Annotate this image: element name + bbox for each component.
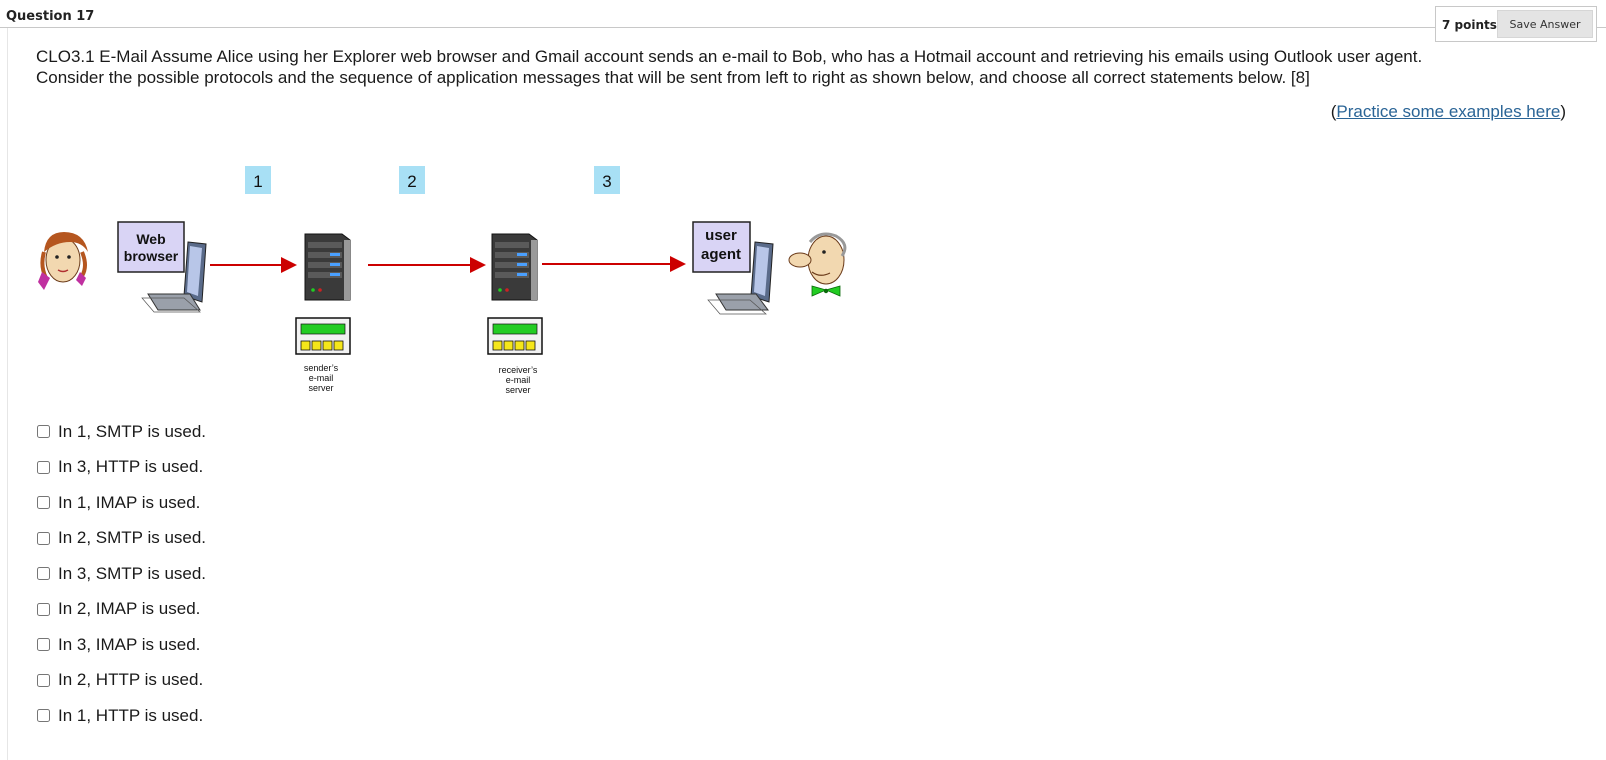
option-label: In 1, HTTP is used. [58,705,204,725]
option-label: In 1, SMTP is used. [58,421,207,441]
option-label: In 3, HTTP is used. [58,457,204,477]
option-row: In 2, SMTP is used. [36,521,206,557]
option-label: In 2, SMTP is used. [58,528,207,548]
receiver-mailbox-icon [487,317,543,355]
step-1-label: 1 [253,172,262,191]
agent-label-line1: user [705,227,737,244]
agent-label-line2: agent [701,246,741,263]
option-checkbox[interactable] [37,425,50,439]
email-diagram: 1 2 3 Web browser [30,160,870,405]
option-label: In 1, IMAP is used. [58,492,201,512]
option-checkbox[interactable] [37,602,50,616]
practice-link[interactable]: Practice some examples here [1336,102,1561,121]
option-label: In 3, SMTP is used. [58,563,207,583]
receiver-server-label-3: server [505,385,530,395]
alice-icon [38,232,88,290]
sender-server-label-2: e-mail [309,373,334,383]
question-header: Question 17 [0,0,1606,28]
points-box: 7 points Save Answer [1435,6,1597,42]
receiver-server-label-2: e-mail [506,375,531,385]
practice-note: (Practice some examples here) [1331,102,1566,122]
question-text: CLO3.1 E-Mail Assume Alice using her Exp… [36,47,1556,88]
receiver-server-label-1: receiver’s [499,365,538,375]
answer-options: In 1, SMTP is used. In 3, HTTP is used. … [36,414,206,734]
question-line-2: Consider the possible protocols and the … [36,67,1310,87]
option-checkbox[interactable] [37,638,50,652]
user-agent-computer: user agent [692,221,774,315]
option-row: In 2, HTTP is used. [36,663,206,699]
option-row: In 1, HTTP is used. [36,698,206,734]
option-label: In 2, HTTP is used. [58,670,204,690]
browser-label-line1: Web [136,231,165,247]
option-label: In 3, IMAP is used. [58,634,201,654]
option-row: In 2, IMAP is used. [36,592,206,628]
question-line-1: CLO3.1 E-Mail Assume Alice using her Exp… [36,47,1423,66]
step-1-box: 1 [245,166,271,194]
sender-server-icon [304,233,351,301]
step-2-label: 2 [407,172,416,191]
paren-open: ( [1330,102,1337,121]
sender-server-label-1: sender’s [304,363,339,373]
option-checkbox[interactable] [37,496,50,510]
content-border [7,28,8,760]
option-checkbox[interactable] [37,709,50,723]
web-browser-computer: Web browser [117,221,207,313]
option-row: In 3, HTTP is used. [36,450,206,486]
points-label: 7 points [1442,18,1497,32]
option-row: In 1, SMTP is used. [36,414,206,450]
paren-close: ) [1560,102,1566,121]
option-checkbox[interactable] [37,531,50,545]
option-checkbox[interactable] [37,460,50,474]
sender-mailbox-icon [295,317,351,355]
save-answer-button[interactable]: Save Answer [1497,10,1593,38]
step-3-label: 3 [602,172,611,191]
option-row: In 1, IMAP is used. [36,485,206,521]
option-row: In 3, SMTP is used. [36,556,206,592]
option-label: In 2, IMAP is used. [58,599,201,619]
receiver-server-icon [491,233,538,301]
bob-icon [788,232,847,297]
question-title: Question 17 [6,9,95,24]
step-2-box: 2 [399,166,425,194]
option-checkbox[interactable] [37,567,50,581]
browser-label-line2: browser [124,248,179,264]
option-checkbox[interactable] [37,673,50,687]
step-3-box: 3 [594,166,620,194]
sender-server-label-3: server [308,383,333,393]
option-row: In 3, IMAP is used. [36,627,206,663]
